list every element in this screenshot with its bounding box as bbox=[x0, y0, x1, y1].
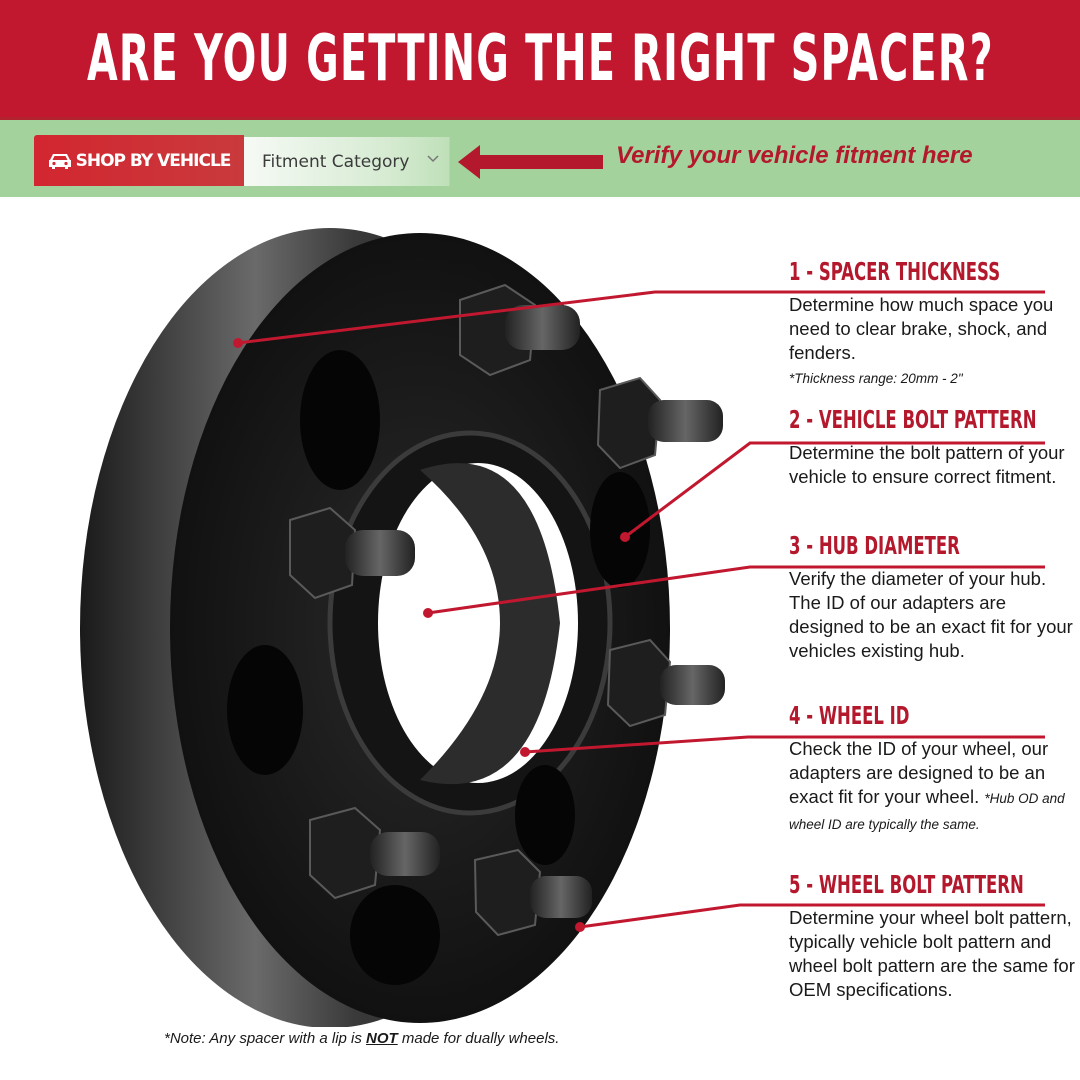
dually-footnote: *Note: Any spacer with a lip is NOT made… bbox=[164, 1030, 560, 1047]
chevron-down-icon bbox=[427, 155, 439, 163]
car-icon bbox=[48, 153, 71, 169]
wheel-spacer-image bbox=[80, 228, 725, 1027]
fitment-category-select[interactable]: Fitment Category bbox=[244, 137, 450, 186]
section-vehicle-bolt-pattern: 2 - VEHICLE BOLT PATTERN Determine the b… bbox=[789, 405, 1080, 489]
section-body: Determine how much space you need to cle… bbox=[789, 294, 1054, 386]
section-wheel-id: 4 - WHEEL ID Check the ID of your wheel,… bbox=[789, 701, 1080, 837]
shop-by-vehicle-button[interactable]: SHOP BY VEHICLE bbox=[34, 135, 244, 186]
page-title: ARE YOU GETTING THE RIGHT SPACER? bbox=[86, 21, 994, 96]
fitment-bar: SHOP BY VEHICLE Fitment Category Verify … bbox=[0, 117, 1080, 197]
section-note: *Hub OD and wheel ID are typically the s… bbox=[789, 791, 1065, 832]
section-body: Verify the diameter of your hub. The ID … bbox=[789, 568, 1073, 661]
section-note: *Thickness range: 20mm - 2" bbox=[789, 371, 963, 386]
fitment-hint: Verify your vehicle fitment here bbox=[616, 142, 973, 169]
section-title: 4 - WHEEL ID bbox=[789, 701, 910, 730]
arrow-left-icon bbox=[458, 145, 603, 179]
footnote-emphasis: NOT bbox=[366, 1030, 398, 1047]
section-body: Determine the bolt pattern of your vehic… bbox=[789, 442, 1065, 487]
shop-by-vehicle-label: SHOP BY VEHICLE bbox=[75, 150, 232, 171]
header-banner: ARE YOU GETTING THE RIGHT SPACER? bbox=[0, 0, 1080, 117]
section-title: 3 - HUB DIAMETER bbox=[789, 531, 960, 560]
section-body: Check the ID of your wheel, our adapters… bbox=[789, 738, 1065, 832]
section-title: 2 - VEHICLE BOLT PATTERN bbox=[789, 405, 1037, 434]
section-spacer-thickness: 1 - SPACER THICKNESS Determine how much … bbox=[789, 257, 1080, 391]
section-title: 5 - WHEEL BOLT PATTERN bbox=[789, 870, 1024, 899]
section-wheel-bolt-pattern: 5 - WHEEL BOLT PATTERN Determine your wh… bbox=[789, 870, 1080, 1002]
fitment-category-value: Fitment Category bbox=[262, 151, 410, 172]
section-hub-diameter: 3 - HUB DIAMETER Verify the diameter of … bbox=[789, 531, 1080, 663]
section-body: Determine your wheel bolt pattern, typic… bbox=[789, 907, 1075, 1000]
section-title: 1 - SPACER THICKNESS bbox=[789, 257, 1001, 286]
